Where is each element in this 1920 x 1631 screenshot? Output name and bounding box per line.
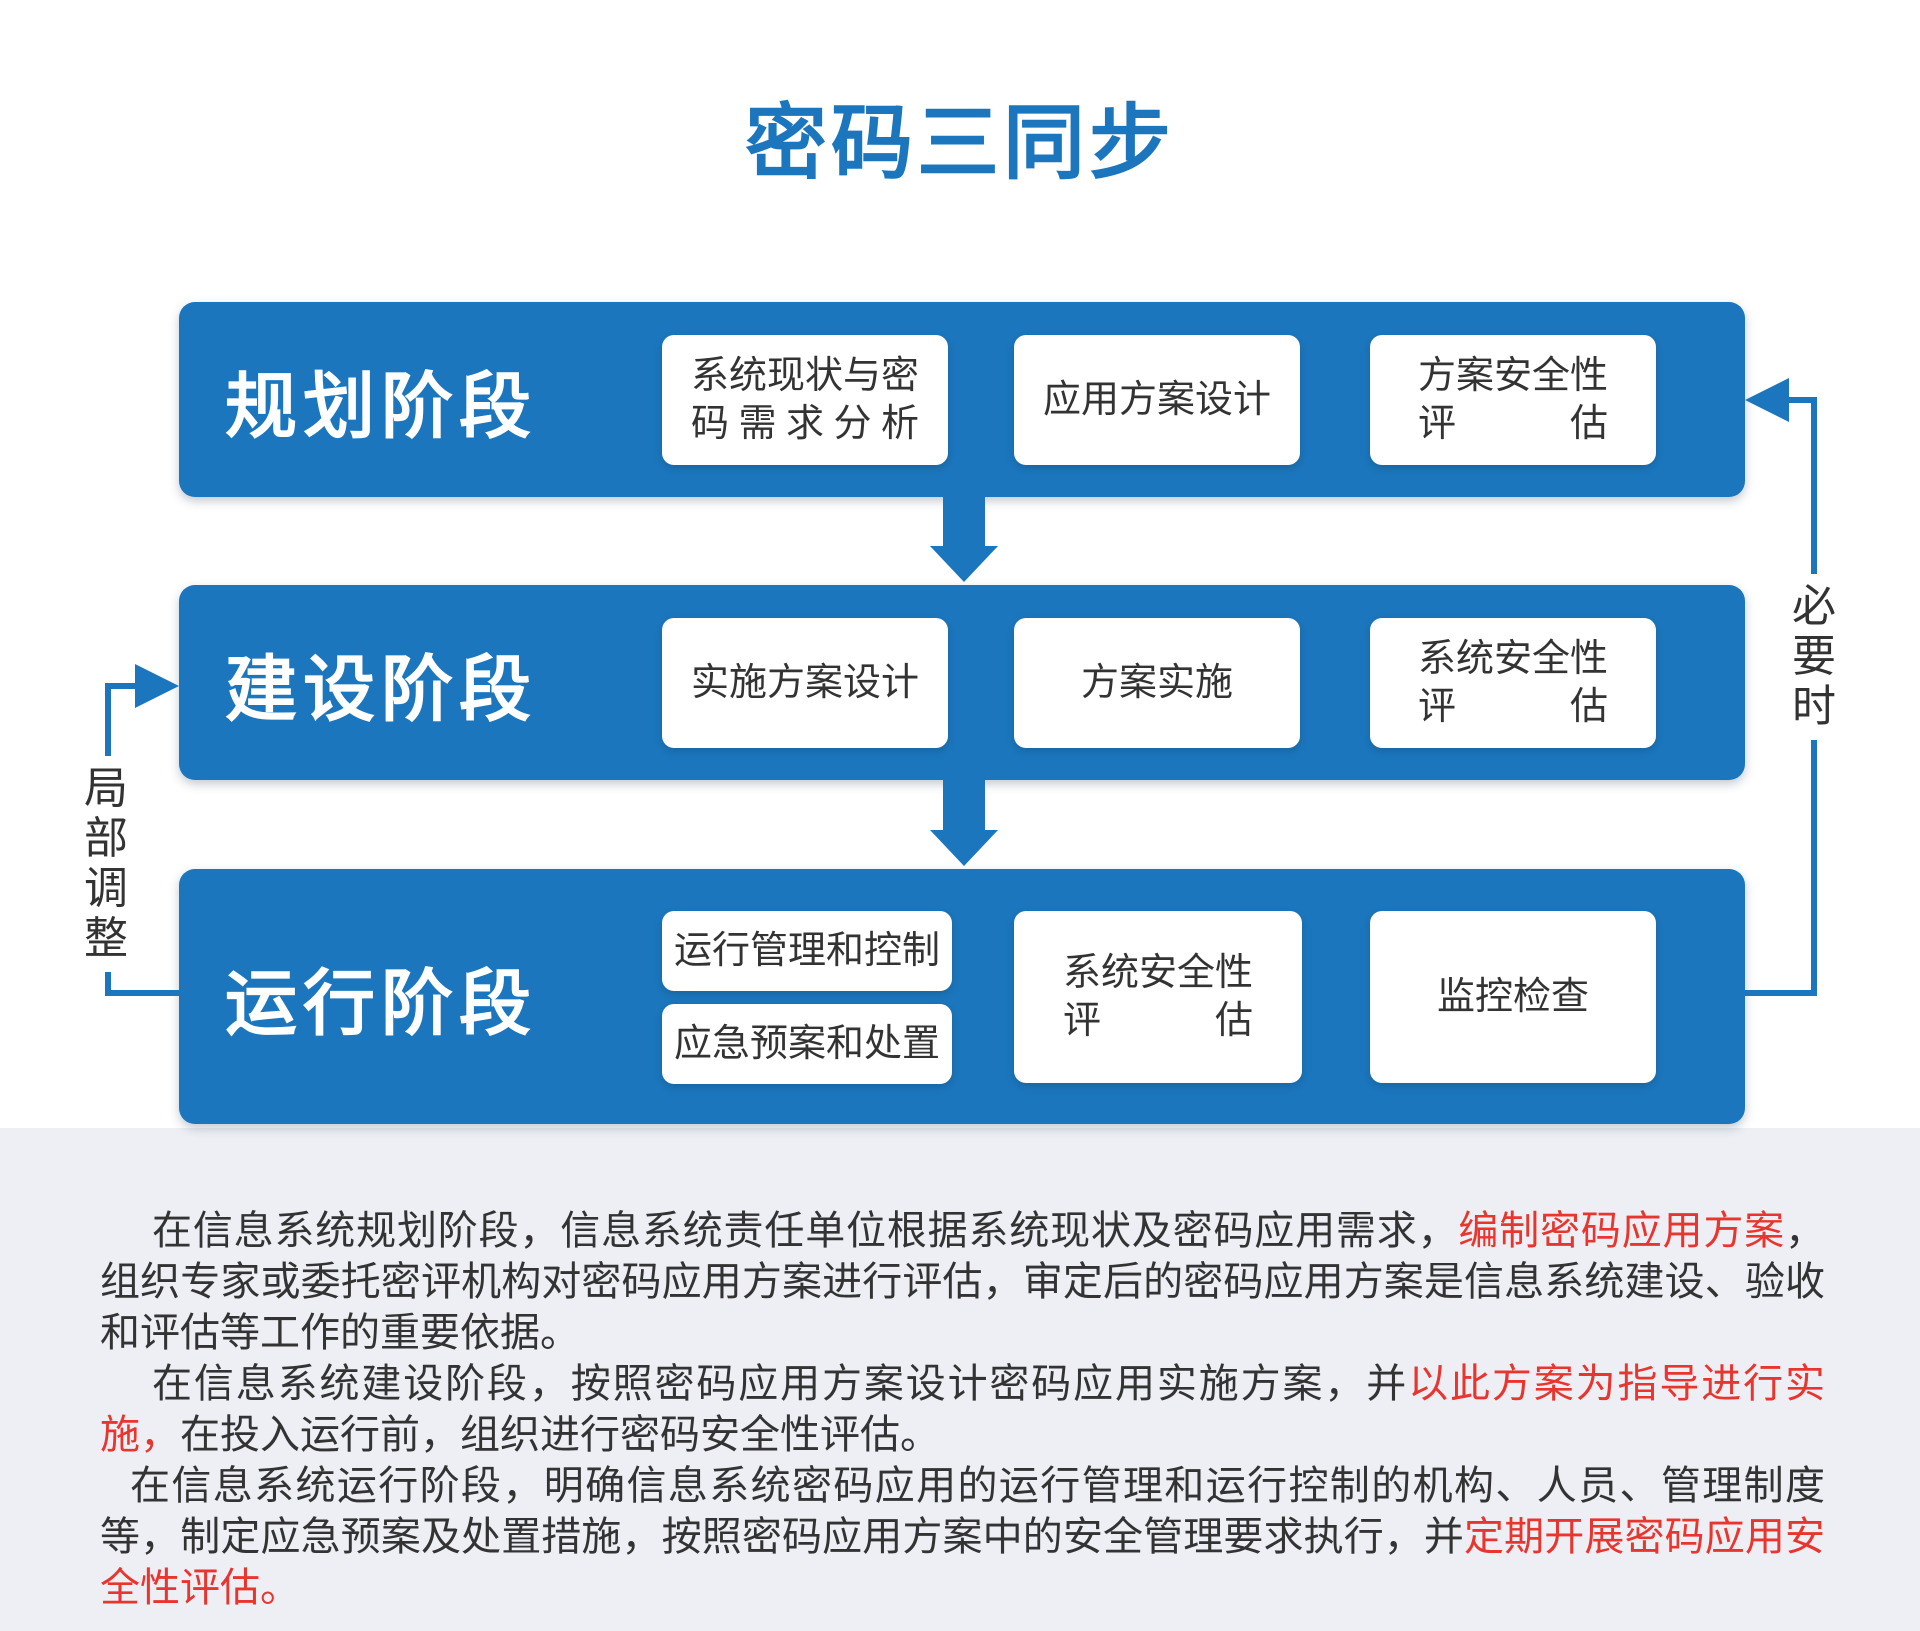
box-system-status-demand-analysis: 系统现状与密 码需求分析 xyxy=(662,335,948,465)
feedback-line-right-bottom xyxy=(1745,990,1817,996)
box-plan-security-assessment: 方案安全性 评估 xyxy=(1370,335,1656,465)
box-operation-management-control: 运行管理和控制 xyxy=(662,911,952,991)
box-line: 应用方案设计 xyxy=(1042,379,1271,421)
right-arrowhead-icon xyxy=(135,664,179,708)
box-line: 运行管理和控制 xyxy=(673,930,940,972)
down-arrow-shaft xyxy=(943,496,985,546)
box-line: 评估 xyxy=(1418,403,1608,445)
box-line: 系统安全性 xyxy=(1063,952,1254,994)
box-plan-implementation: 方案实施 xyxy=(1014,618,1300,748)
down-arrow-head-icon xyxy=(930,546,998,582)
box-system-security-assessment-operation: 系统安全性 评估 xyxy=(1014,911,1302,1083)
box-application-plan-design: 应用方案设计 xyxy=(1014,335,1300,465)
box-line: 系统安全性 xyxy=(1418,638,1609,680)
paragraph-text: 在投入运行前，组织进行密码安全性评估。 xyxy=(180,1413,940,1457)
box-line: 方案安全性 xyxy=(1418,355,1609,397)
box-line: 评估 xyxy=(1418,686,1608,728)
box-line: 实施方案设计 xyxy=(690,662,919,704)
box-implementation-plan-design: 实施方案设计 xyxy=(662,618,948,748)
box-monitoring-inspection: 监控检查 xyxy=(1370,911,1656,1083)
feedback-line-right-top xyxy=(1789,397,1817,403)
page-title: 密码三同步 xyxy=(744,98,1175,189)
bottom-gray-band xyxy=(0,1128,1920,1631)
paragraph-text: 在信息系统建设阶段，按照密码应用方案设计密码应用实施方案，并 xyxy=(152,1362,1409,1406)
left-arrowhead-icon xyxy=(1745,378,1789,422)
paragraph-planning: 在信息系统规划阶段，信息系统责任单位根据系统现状及密码应用需求，编制密码应用方案… xyxy=(100,1206,1825,1359)
box-line: 码需求分析 xyxy=(691,403,919,445)
box-line: 评估 xyxy=(1063,1000,1253,1042)
stage-label-planning: 规划阶段 xyxy=(225,367,538,447)
paragraph-text: 在信息系统运行阶段，明确信息系统密码应用的运行管理和运行控制的机构、人员、管理制… xyxy=(100,1464,1825,1559)
box-line: 系统现状与密 xyxy=(691,355,920,397)
feedback-line-left-top xyxy=(105,683,135,689)
feedback-line-left-bottom xyxy=(105,990,181,996)
description-text: 在信息系统规划阶段，信息系统责任单位根据系统现状及密码应用需求，编制密码应用方案… xyxy=(100,1206,1825,1614)
paragraph-operation: 在信息系统运行阶段，明确信息系统密码应用的运行管理和运行控制的机构、人员、管理制… xyxy=(100,1461,1825,1614)
stage-label-construction: 建设阶段 xyxy=(225,650,538,730)
box-line: 应急预案和处置 xyxy=(673,1023,940,1065)
paragraph-text: 在信息系统规划阶段，信息系统责任单位根据系统现状及密码应用需求， xyxy=(152,1209,1459,1253)
label-when-necessary: 必要时 xyxy=(1786,574,1842,740)
highlighted-text: 编制密码应用方案 xyxy=(1458,1209,1786,1253)
box-emergency-plan-disposal: 应急预案和处置 xyxy=(662,1004,952,1084)
box-system-security-assessment-construction: 系统安全性 评估 xyxy=(1370,618,1656,748)
paragraph-text: ，组织专家或委托密评机构对密码应用方案进行评估，审定后的密码应用方案是信息系统建… xyxy=(100,1209,1826,1355)
highlighted-text: 以此方案为指导进行实施， xyxy=(100,1362,1826,1457)
label-partial-adjustment: 局部调整 xyxy=(78,756,134,972)
highlighted-text: 定期开展密码应用安全性评估。 xyxy=(100,1515,1825,1610)
paragraph-construction: 在信息系统建设阶段，按照密码应用方案设计密码应用实施方案，并以此方案为指导进行实… xyxy=(100,1359,1825,1461)
down-arrow-shaft xyxy=(943,779,985,830)
stage-label-operation: 运行阶段 xyxy=(225,964,538,1044)
box-line: 方案实施 xyxy=(1080,662,1233,704)
box-line: 监控检查 xyxy=(1436,976,1589,1018)
down-arrow-head-icon xyxy=(930,830,998,866)
